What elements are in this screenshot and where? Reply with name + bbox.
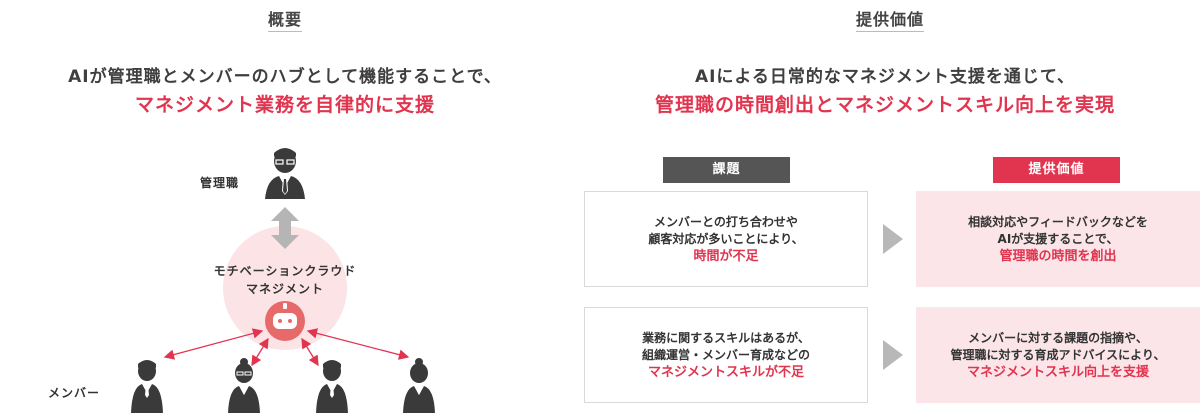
value-section-title: 提供価値: [790, 6, 990, 32]
hub-diagram: [131, 148, 435, 413]
hub-label-line1: モチベーションクラウド: [213, 264, 357, 278]
arrow-member-1: [163, 328, 264, 360]
manager-person-icon: [265, 148, 305, 199]
value-headline: AIによる日常的なマネジメント支援を通じて、: [694, 67, 1076, 87]
issue-card-1: メンバーとの打ち合わせや 顧客対応が多いことにより、 時間が不足: [584, 191, 868, 287]
member-label: メンバー: [48, 386, 101, 400]
value-header: 提供価値: [993, 157, 1120, 183]
issue-card-2-line2: 組織運営・メンバー育成などの: [641, 347, 810, 362]
hub-circle: [223, 226, 347, 350]
arrow-member-4: [306, 328, 410, 360]
arrow-member-2: [251, 337, 269, 367]
value-card-2: メンバーに対する課題の指摘や、 管理職に対する育成アドバイスにより、 マネジメン…: [916, 307, 1200, 403]
up-down-arrow-icon: [271, 207, 299, 249]
issue-header: 課題: [663, 157, 790, 183]
issue-card-2-line1: 業務に関するスキルはあるが、: [642, 330, 810, 345]
member-person-icon-3: [316, 360, 348, 413]
issue-card-1-line1: メンバーとの打ち合わせや: [654, 214, 798, 229]
value-card-2-line2: 管理職に対する育成アドバイスにより、: [950, 347, 1166, 362]
value-headline-accent: 管理職の時間創出とマネジメントスキル向上を実現: [654, 94, 1115, 116]
overview-section-title: 概要: [185, 6, 385, 32]
overview-headline: AIが管理職とメンバーのハブとして機能することで、: [68, 67, 502, 87]
robot-icon: [265, 301, 305, 341]
value-card-1-line2: AIが支援することで、: [997, 231, 1119, 246]
member-person-icon-2: [228, 358, 260, 413]
value-card-1-line1: 相談対応やフィードバックなどを: [968, 214, 1148, 229]
manager-label: 管理職: [200, 176, 240, 190]
member-person-icon-4: [403, 358, 435, 413]
issue-card-2-accent: マネジメントスキルが不足: [647, 364, 804, 380]
issue-card-1-line2: 顧客対応が多いことにより、: [648, 231, 804, 246]
overview-headline-accent: マネジメント業務を自律的に支援: [134, 94, 435, 116]
chevron-right-icon: [883, 340, 903, 370]
hub-label-line2: マネジメント: [245, 282, 324, 296]
issue-card-1-accent: 時間が不足: [693, 248, 759, 264]
issue-card-2: 業務に関するスキルはあるが、 組織運営・メンバー育成などの マネジメントスキルが…: [584, 307, 868, 403]
value-card-2-accent: マネジメントスキル向上を支援: [966, 364, 1149, 380]
value-card-1: 相談対応やフィードバックなどを AIが支援することで、 管理職の時間を創出: [916, 191, 1200, 287]
member-person-icon-1: [131, 360, 163, 413]
chevron-right-icon: [883, 224, 903, 254]
value-card-2-line1: メンバーに対する課題の指摘や、: [968, 330, 1148, 345]
value-card-1-accent: 管理職の時間を創出: [999, 248, 1117, 264]
